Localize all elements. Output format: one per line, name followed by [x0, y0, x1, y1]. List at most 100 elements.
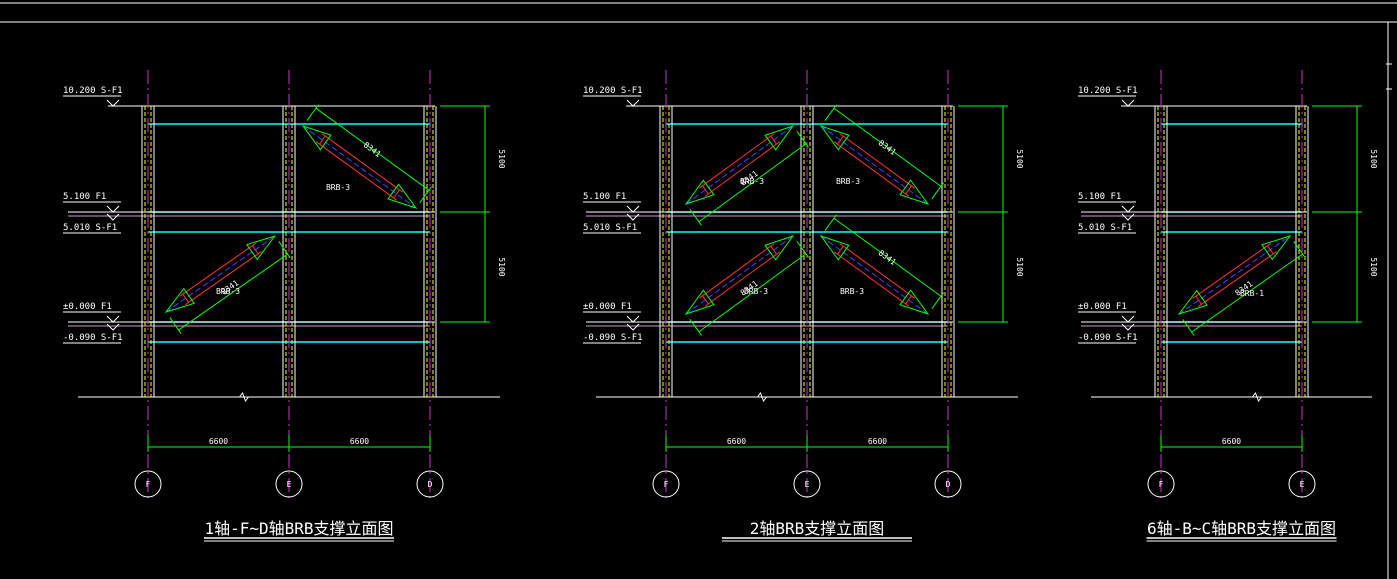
span-dimension-text: 6600: [350, 437, 369, 446]
story-height-text: 5100: [1369, 149, 1378, 168]
brace-outline-line: [1192, 242, 1272, 299]
axis-label: E: [805, 480, 810, 489]
axis-label: D: [428, 480, 433, 489]
level-f1-struct-label: 5.010 S-F1: [583, 223, 637, 233]
brace-end-cap: [837, 245, 844, 255]
brace-outline-line: [1197, 251, 1277, 308]
level-marker: [106, 99, 120, 107]
gusset-plate: [764, 235, 795, 261]
brace-label: BRB-3: [326, 183, 350, 192]
gusset-plate: [387, 183, 418, 209]
brace-end-cap: [393, 189, 400, 199]
level-marker: [1121, 213, 1135, 221]
brace-outline-line: [839, 133, 916, 189]
brace-label: BRB-3: [840, 287, 864, 296]
axis-label: F: [1159, 480, 1164, 489]
level-roof-label: 10.200 S-F1: [63, 86, 123, 96]
brace-end-cap: [770, 245, 777, 255]
level-roof-label: 10.200 S-F1: [583, 86, 643, 96]
axis-bubble: [416, 470, 444, 498]
level-marker: [626, 213, 640, 221]
story-height-text: 5100: [1015, 149, 1024, 168]
level-f1-floor-label: 5.100 F1: [1078, 192, 1121, 202]
level-marker: [1121, 99, 1135, 107]
brace-end-cap: [770, 135, 777, 145]
elevation-title: 1轴-F~D轴BRB支撑立面图: [204, 519, 393, 538]
span-dimension-text: 6600: [1222, 437, 1241, 446]
brace-extension-line: [796, 131, 809, 148]
brace-label: BRB-3: [836, 177, 860, 186]
span-dimension-text: 6600: [209, 437, 228, 446]
axis-bubble: [275, 470, 303, 498]
brace-outline-line: [321, 133, 404, 193]
elevation-1: F E D 6600 6600 5100 5100 10.200 S-F1 5.100 F1 5.…: [63, 70, 506, 542]
brace-label: BRB-3: [744, 287, 768, 296]
level-marker: [626, 315, 640, 323]
level-marker: [626, 99, 640, 107]
story-height-text: 5100: [1369, 257, 1378, 276]
story-height-text: 5100: [497, 257, 506, 276]
brace-extension-line: [306, 104, 319, 121]
brace-end-cap: [837, 135, 844, 145]
level-ground-struct-label: -0.090 S-F1: [63, 333, 123, 343]
level-ground-struct-label: -0.090 S-F1: [583, 333, 643, 343]
brace-end-cap: [702, 185, 709, 195]
level-f1-floor-label: 5.100 F1: [63, 192, 106, 202]
brace-outline-line: [833, 141, 910, 197]
level-marker: [106, 213, 120, 221]
gusset-plate: [301, 125, 332, 151]
axis-label: F: [146, 480, 151, 489]
brace-end-cap: [702, 295, 709, 305]
gusset-plate: [819, 125, 850, 151]
brace-end-cap: [905, 295, 912, 305]
brace-extension-line: [689, 209, 702, 226]
gusset-plate: [164, 287, 195, 313]
brace-extension-line: [796, 241, 809, 258]
gusset-plate: [899, 289, 930, 315]
gusset-plate: [819, 235, 850, 261]
brace-end-cap: [182, 293, 189, 303]
brace-center-line: [820, 235, 929, 315]
axis-label: E: [287, 480, 292, 489]
span-dimension-text: 6600: [727, 437, 746, 446]
axis-bubble: [134, 470, 162, 498]
gusset-plate: [684, 289, 715, 315]
level-ground-floor-label: ±0.000 F1: [63, 302, 112, 312]
story-height-text: 5100: [497, 149, 506, 168]
level-roof-label: 10.200 S-F1: [1078, 86, 1138, 96]
level-marker: [626, 205, 640, 213]
brace-dimension-line: [698, 253, 807, 333]
brace-dimension-line: [833, 217, 942, 297]
brace-dimension-line: [1191, 253, 1303, 333]
level-ground-struct-label: -0.090 S-F1: [1078, 333, 1138, 343]
level-f1-struct-label: 5.010 S-F1: [63, 223, 117, 233]
brace-center-line: [685, 235, 794, 315]
axis-label: D: [946, 480, 951, 489]
break-symbol: [1252, 391, 1262, 403]
brace-outline-line: [184, 251, 262, 306]
story-height-text: 5100: [1015, 257, 1024, 276]
brace-dimension-line: [698, 143, 807, 223]
brace-extension-line: [689, 319, 702, 336]
brace-outline-line: [704, 251, 781, 307]
gusset-plate: [1261, 235, 1292, 261]
brace-dimension-line: [178, 253, 288, 331]
axis-bubble: [652, 470, 680, 498]
brace-end-cap: [905, 185, 912, 195]
elevation-title: 2轴BRB支撑立面图: [750, 519, 885, 538]
gusset-plate: [764, 125, 795, 151]
brace-center-line: [820, 125, 929, 205]
brace-end-cap: [1267, 245, 1274, 255]
gusset-plate: [1177, 289, 1208, 315]
brace-center-line: [302, 125, 417, 209]
brace-length-text: 8341: [877, 248, 898, 267]
axis-bubble: [934, 470, 962, 498]
brace-center-line: [685, 125, 794, 205]
break-symbol: [239, 391, 249, 403]
brace-outline-line: [833, 251, 910, 307]
brace-extension-line: [931, 292, 944, 309]
brace-extension-line: [169, 317, 182, 334]
